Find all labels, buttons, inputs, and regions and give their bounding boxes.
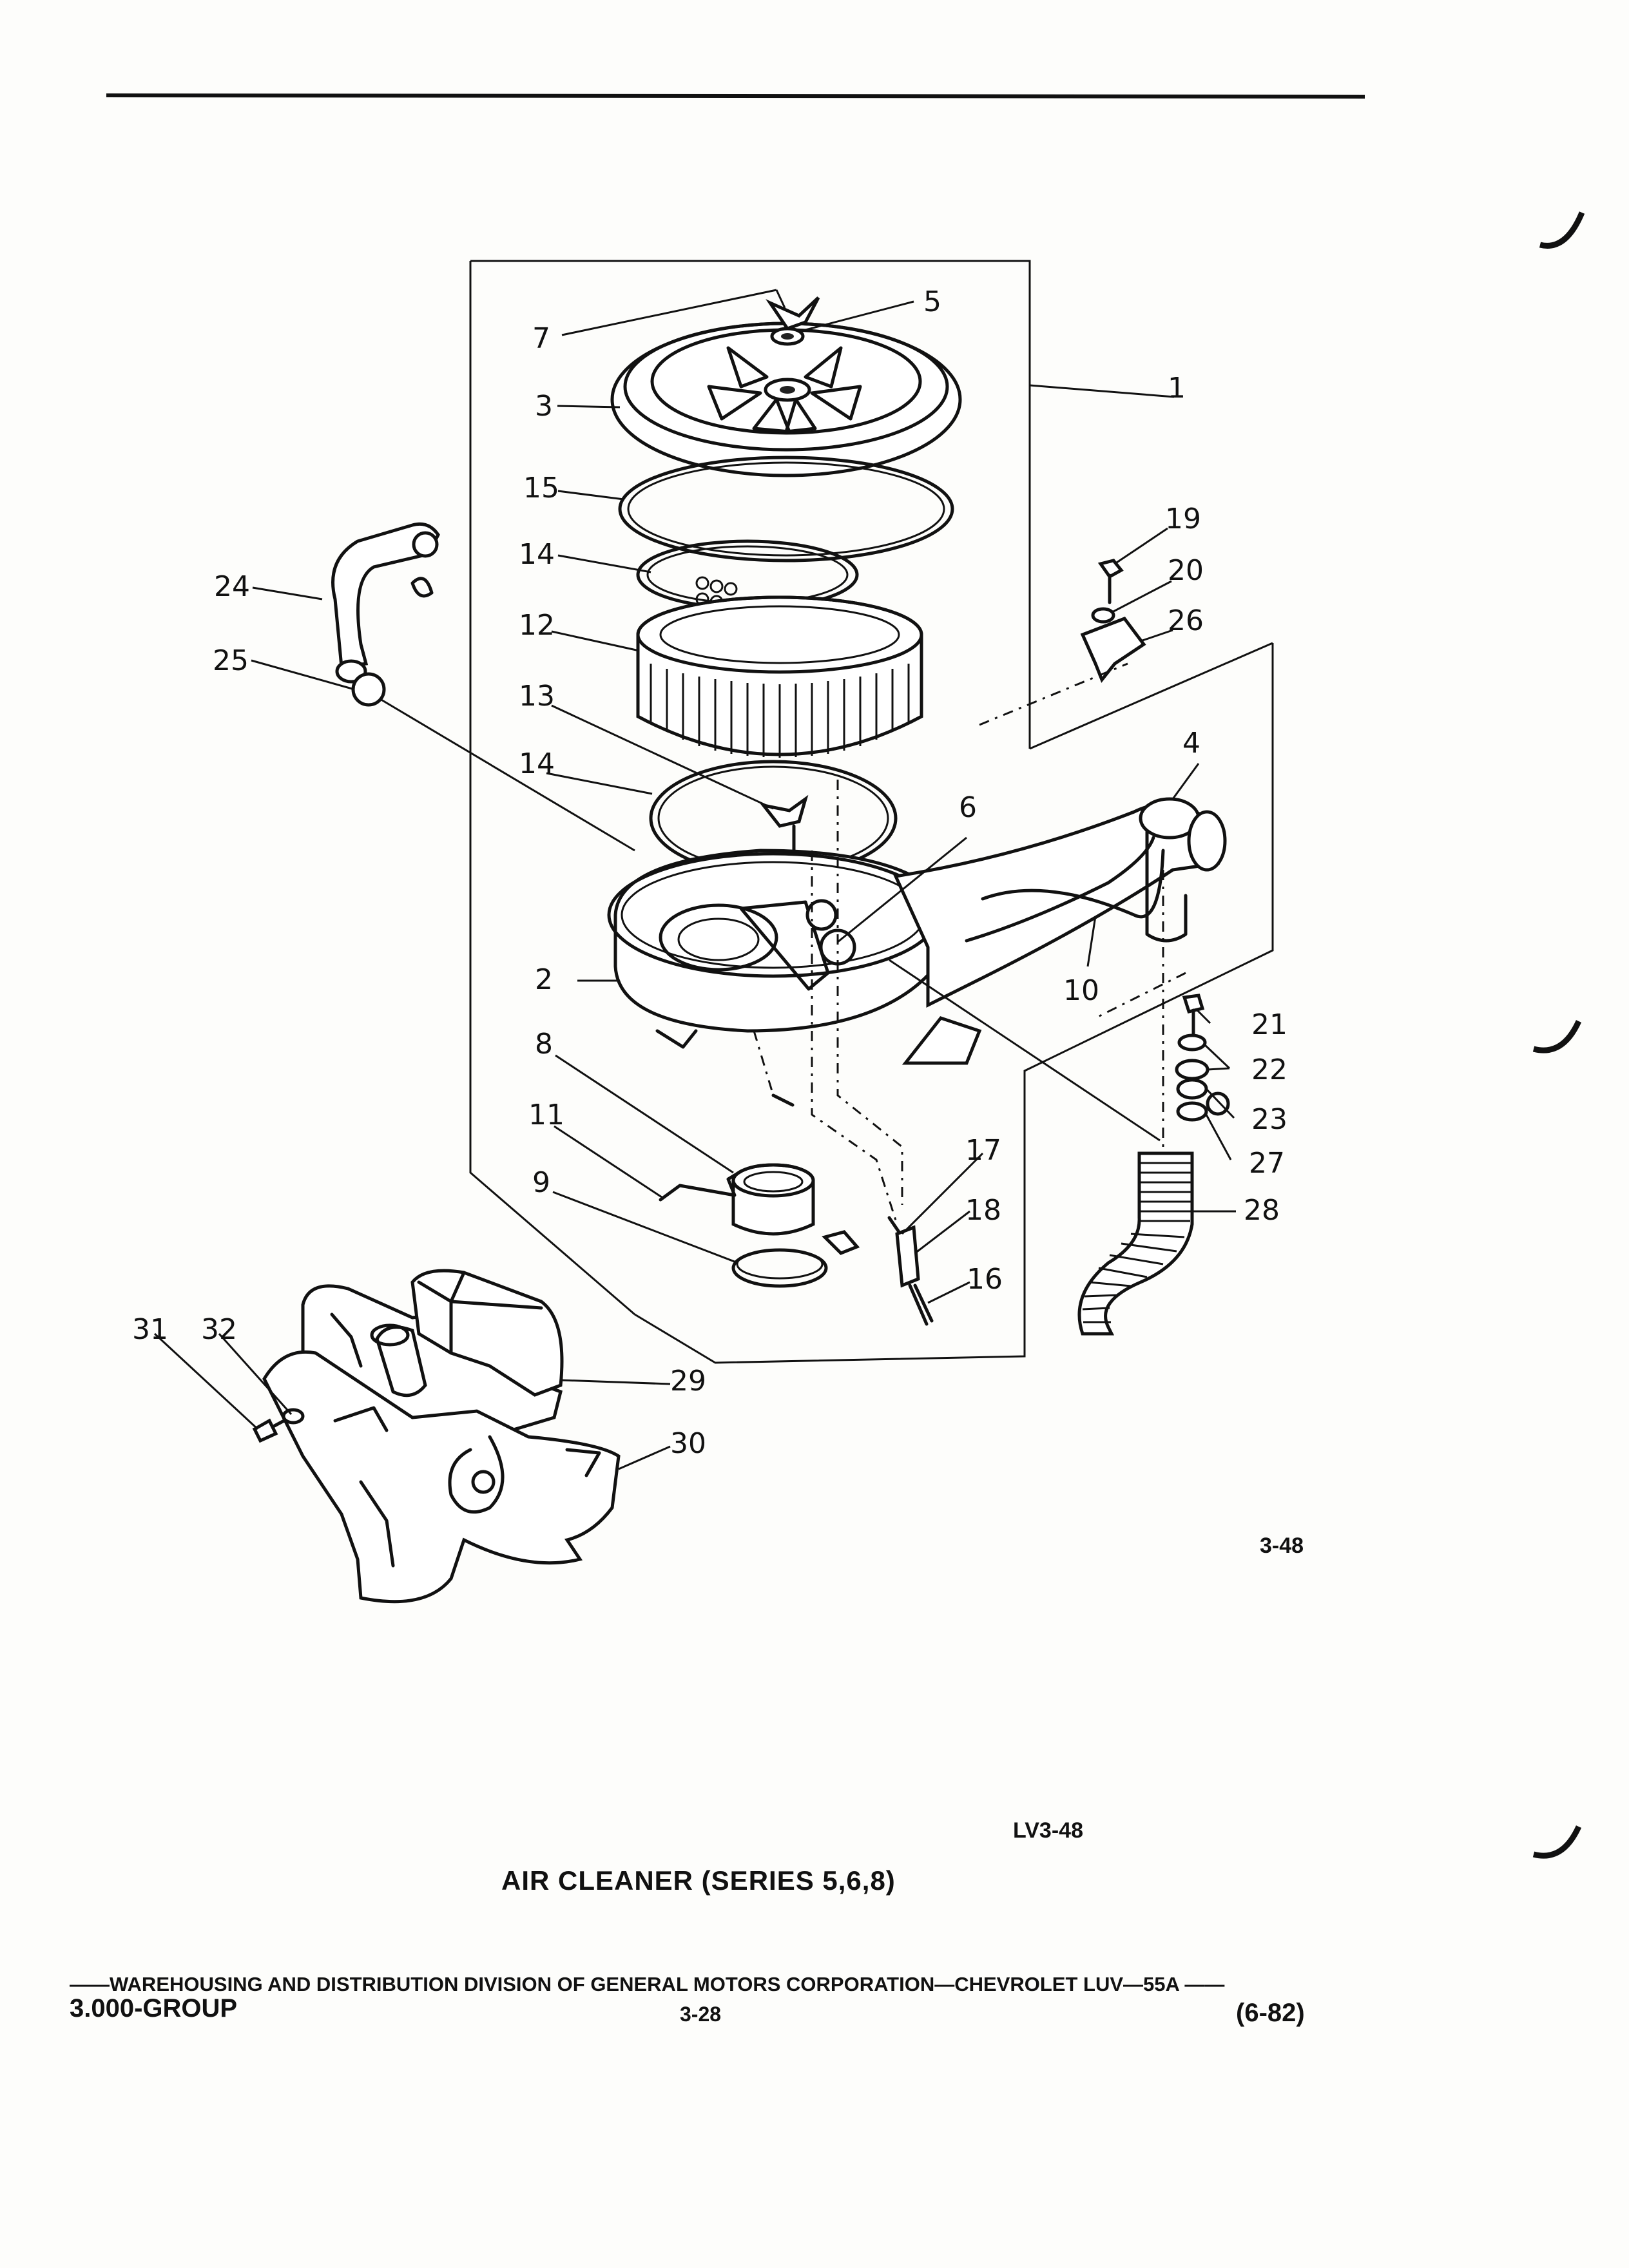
callout-18: 18 (965, 1194, 1001, 1227)
adapter (731, 1163, 815, 1236)
alignment-line (979, 662, 1128, 726)
callout-6: 6 (959, 791, 977, 824)
callout-16: 16 (967, 1263, 1003, 1296)
callout-23: 23 (1251, 1103, 1287, 1136)
callout-12: 12 (519, 609, 555, 642)
alignment-line (1095, 972, 1186, 1019)
binder-mark (1532, 1020, 1582, 1053)
vacuum-hose (981, 849, 1165, 919)
mounting-bolt (1182, 994, 1205, 1039)
callout-22: 22 (1251, 1053, 1287, 1086)
callout-15: 15 (523, 472, 559, 505)
callout-25: 25 (213, 644, 249, 677)
figure-code: 3-48 (1260, 1533, 1304, 1558)
bracket-washer (1091, 607, 1115, 624)
callout-28: 28 (1244, 1194, 1280, 1227)
spacer-22 (1175, 1059, 1210, 1081)
assembly-bracket (469, 260, 1274, 1364)
alignment-line (753, 1030, 775, 1096)
callout-8: 8 (535, 1028, 553, 1061)
leader-lines (153, 289, 1236, 1470)
air-cleaner-body (607, 797, 1227, 1107)
callout-27: 27 (1249, 1147, 1285, 1180)
callout-21: 21 (1251, 1008, 1287, 1041)
wing-nut (766, 296, 820, 331)
stove-washer (282, 1408, 305, 1425)
bracket (1080, 616, 1146, 683)
callout-20: 20 (1168, 554, 1204, 587)
manifold-shroud (262, 1350, 621, 1604)
washer (770, 327, 805, 346)
pcv-hose (331, 522, 440, 684)
wing-bolt (759, 794, 809, 828)
callout-24: 24 (214, 570, 250, 603)
callout-30: 30 (670, 1427, 706, 1460)
callout-11: 11 (528, 1099, 564, 1131)
callout-31: 31 (132, 1313, 168, 1346)
figure-caption: AIR CLEANER (SERIES 5,6,8) (501, 1865, 896, 1896)
alignment-line (380, 698, 635, 852)
vacuum-line-assembly (887, 1216, 934, 1326)
alignment-line (836, 780, 903, 1205)
callout-19: 19 (1165, 503, 1201, 535)
callout-17: 17 (965, 1134, 1001, 1167)
air-cleaner-cover (610, 322, 962, 477)
binder-mark (1532, 1825, 1582, 1859)
gasket (618, 456, 954, 562)
header-rule (106, 93, 1365, 99)
grommet (351, 672, 386, 707)
grommet-23 (1176, 1078, 1208, 1100)
retaining-wire (659, 1169, 743, 1202)
callout-labels: 1 2 3 4 5 6 7 8 9 10 11 12 13 14 14 15 1… (132, 285, 1287, 1460)
binder-mark (1539, 211, 1585, 249)
footer-group: 3.000-GROUP (70, 1994, 238, 2023)
alignment-line (889, 959, 1161, 1142)
callout-1: 1 (1168, 372, 1186, 405)
callout-2: 2 (535, 963, 553, 996)
callout-32: 32 (201, 1313, 237, 1346)
callout-5: 5 (923, 285, 941, 318)
callout-13: 13 (519, 680, 555, 713)
clip-27 (1176, 1101, 1208, 1122)
callout-14-lower: 14 (519, 747, 555, 780)
footer-page-number: 3-28 (680, 2003, 722, 2026)
callout-26: 26 (1168, 604, 1204, 637)
footer-date: (6-82) (1236, 1999, 1305, 2027)
bracket-bolt (1097, 559, 1124, 604)
callout-7: 7 (532, 322, 550, 355)
footer-publisher-line: ——WAREHOUSING AND DISTRIBUTION DIVISION … (70, 1973, 1225, 1995)
callout-29: 29 (670, 1365, 706, 1398)
callout-10: 10 (1063, 974, 1099, 1007)
drawing-code: LV3-48 (1013, 1818, 1083, 1843)
callout-3: 3 (535, 390, 553, 423)
washer-22 (1177, 1033, 1207, 1052)
hose-clamp (731, 1230, 860, 1288)
filter-element (636, 595, 923, 758)
flexible-duct (1077, 1151, 1194, 1336)
alignment-line (811, 850, 898, 1225)
callout-9: 9 (532, 1166, 550, 1199)
callout-14-upper: 14 (519, 538, 555, 571)
callout-4: 4 (1182, 727, 1200, 760)
